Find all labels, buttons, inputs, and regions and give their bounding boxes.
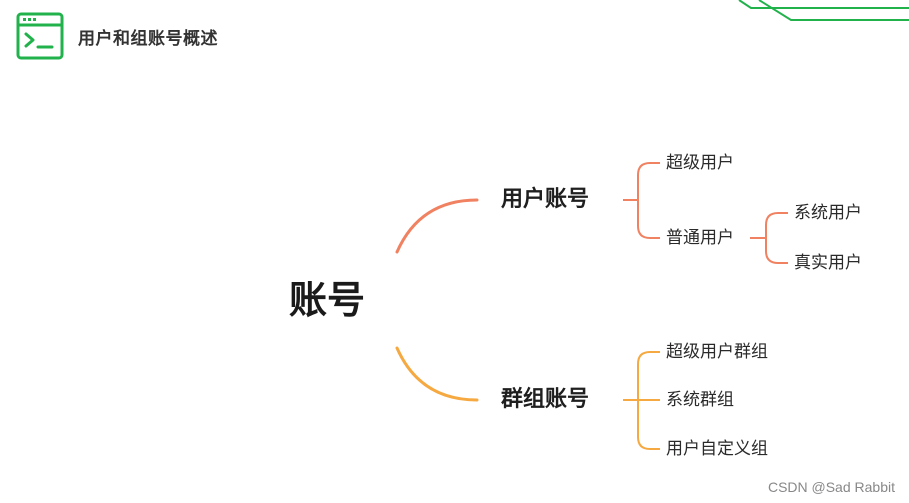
terminal-icon bbox=[16, 12, 64, 60]
watermark: CSDN @Sad Rabbit bbox=[767, 479, 895, 495]
bracket-group-branch bbox=[623, 351, 660, 450]
bracket-user-branch bbox=[623, 162, 660, 239]
branch-user-accounts: 用户账号 bbox=[501, 187, 590, 212]
bracket-normal-user bbox=[750, 212, 788, 264]
connector-root-group bbox=[395, 346, 479, 402]
leaf-custom-group: 用户自定义组 bbox=[666, 439, 768, 459]
page-title: 用户和组账号概述 bbox=[78, 28, 218, 49]
leaf-system-group: 系统群组 bbox=[666, 390, 734, 410]
leaf-real-user: 真实用户 bbox=[794, 253, 862, 273]
corner-decoration bbox=[738, 0, 909, 21]
root-node: 账号 bbox=[289, 278, 366, 322]
page-header: 用户和组账号概述 bbox=[16, 12, 218, 60]
leaf-normal-user: 普通用户 bbox=[666, 228, 734, 248]
connector-root-user bbox=[395, 198, 479, 254]
leaf-system-user: 系统用户 bbox=[794, 203, 862, 223]
leaf-superuser: 超级用户 bbox=[666, 153, 734, 173]
leaf-superuser-group: 超级用户群组 bbox=[666, 342, 768, 362]
branch-group-accounts: 群组账号 bbox=[501, 387, 590, 412]
